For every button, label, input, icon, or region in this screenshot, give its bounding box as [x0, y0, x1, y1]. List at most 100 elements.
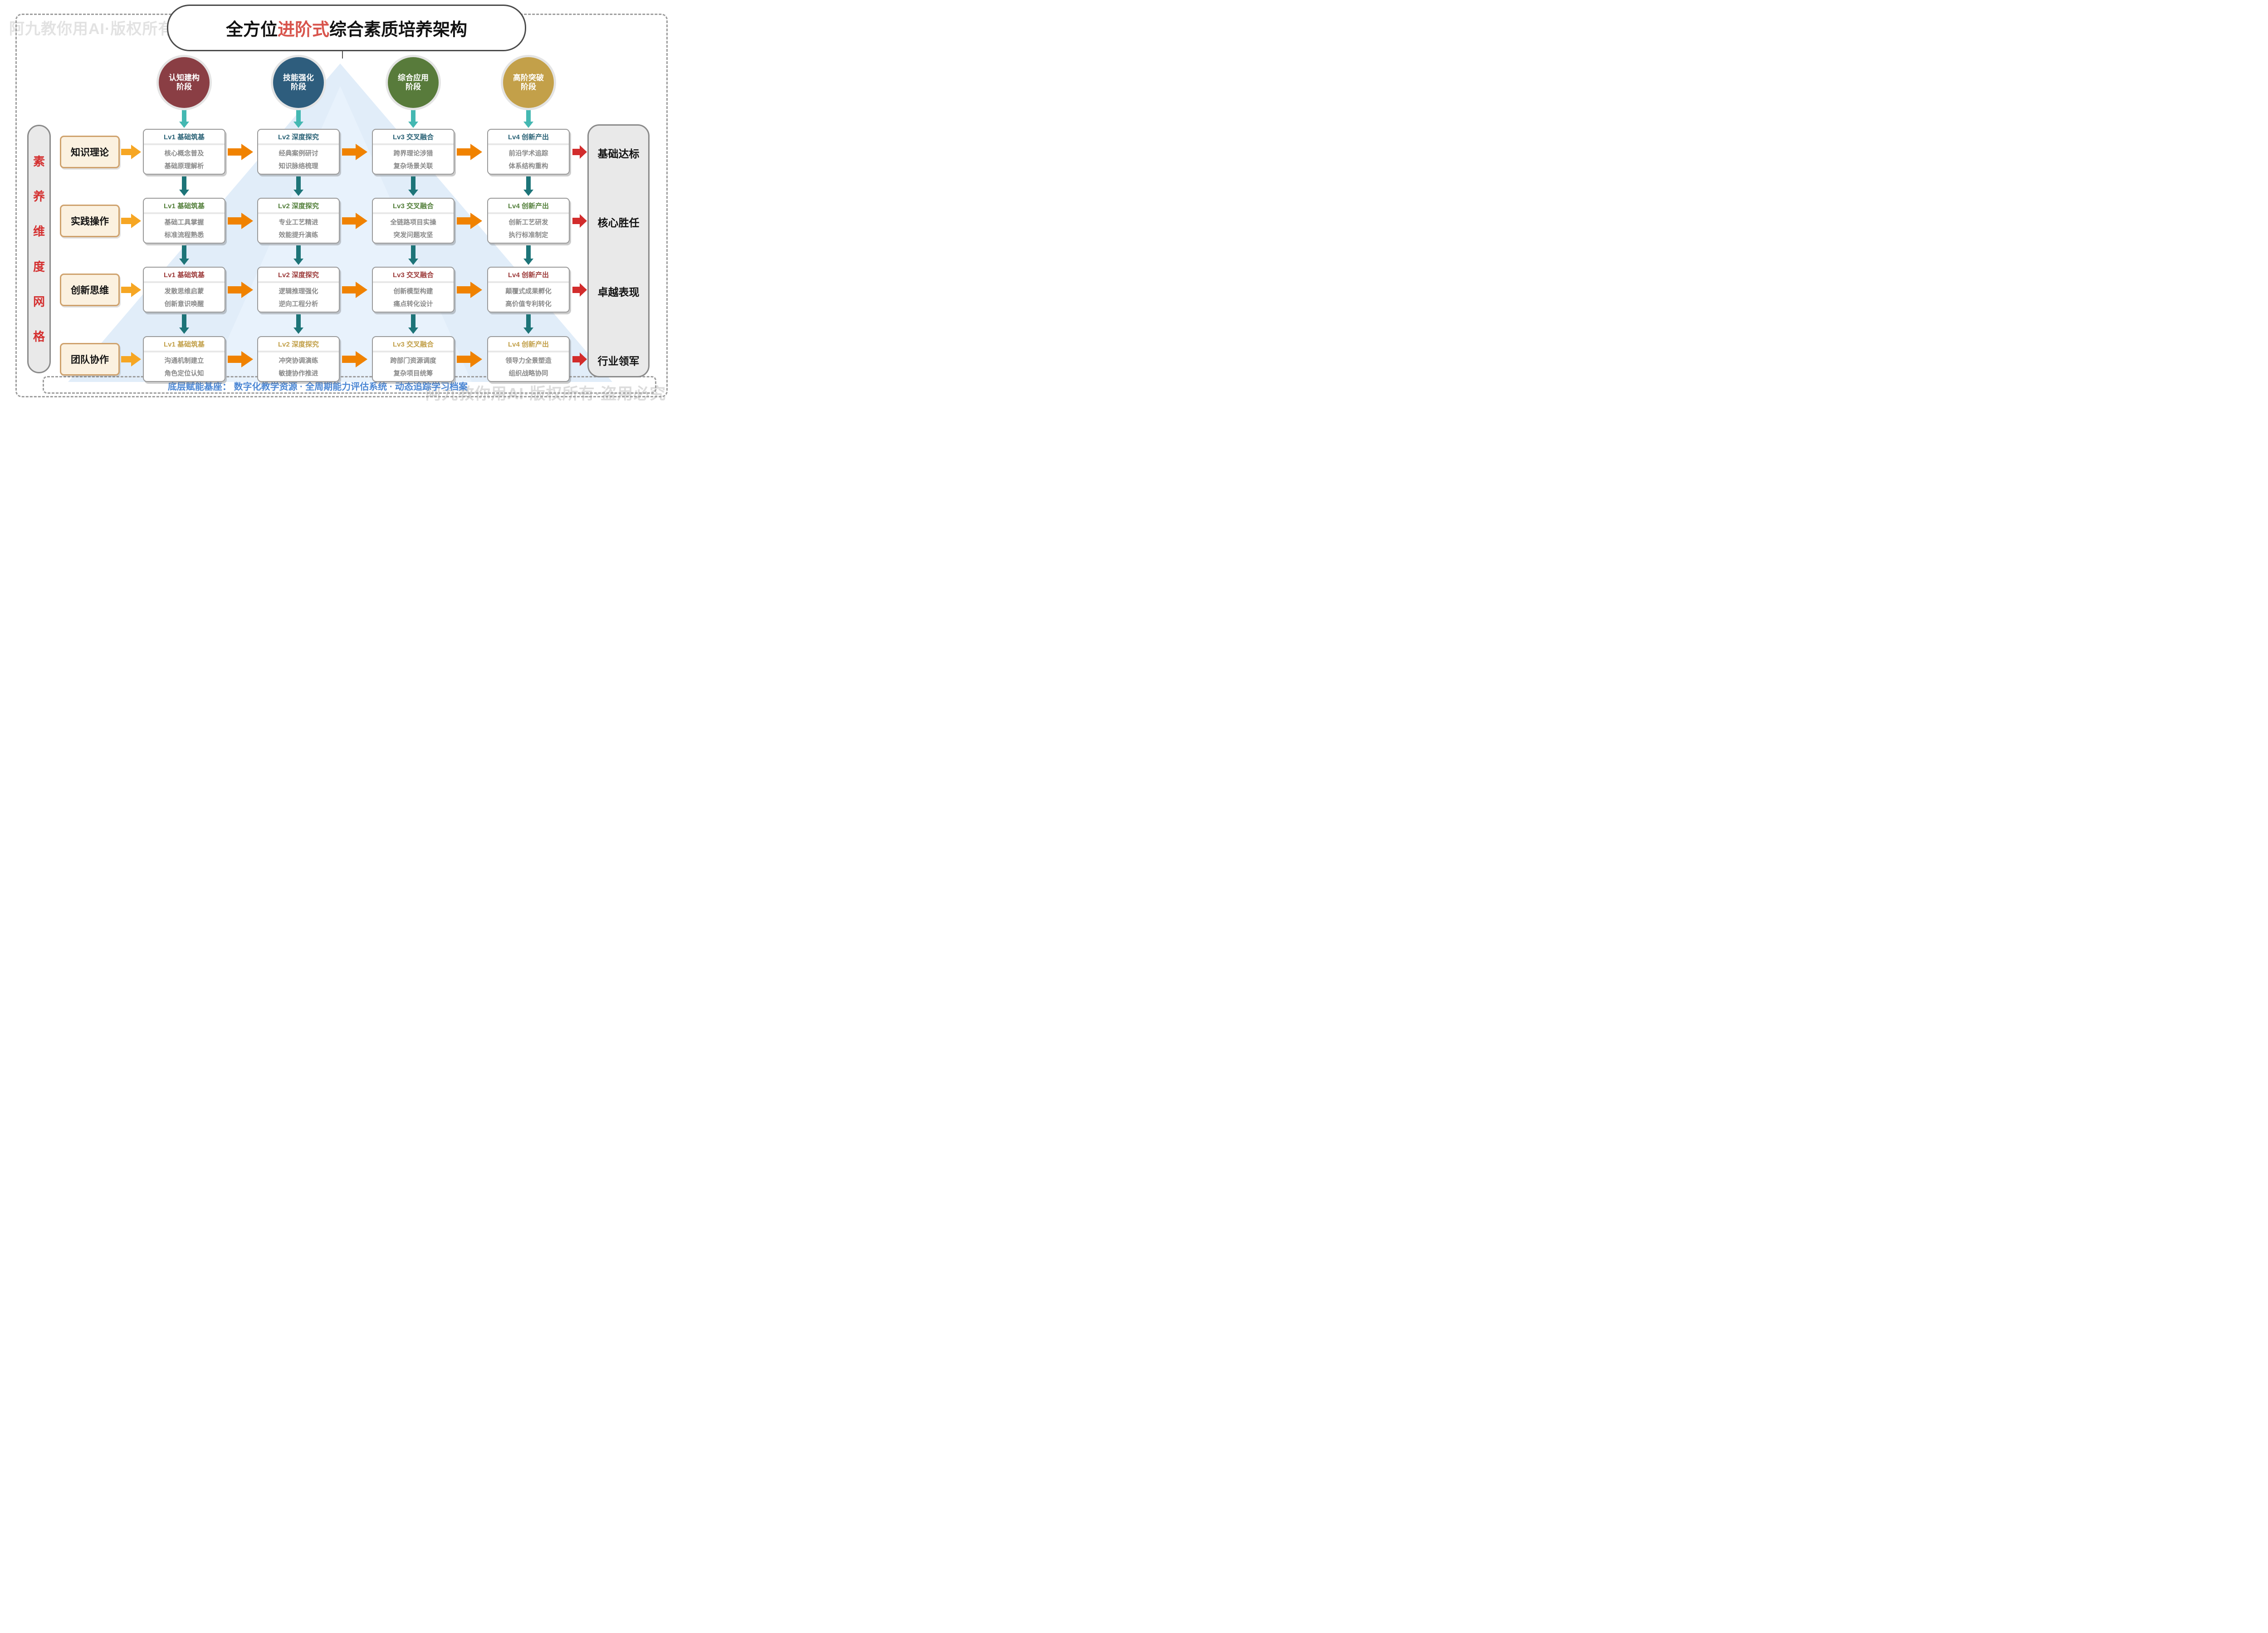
arrow-down-icon: [293, 176, 303, 196]
card-practice-lv3: Lv3 交叉融合 全链路项目实操突发问题攻坚: [372, 198, 455, 244]
card-line: 沟通机制建立: [164, 357, 204, 365]
card-knowledge-lv3: Lv3 交叉融合 跨界理论涉猎复杂场景关联: [372, 129, 455, 175]
card-line: 效能提升演练: [279, 232, 318, 239]
arrow-right-icon: [121, 283, 141, 297]
arrow-right-icon: [457, 282, 482, 298]
card-line: 创新工艺研发: [508, 219, 548, 226]
card-level: Lv3 交叉融合: [373, 268, 454, 283]
arrow-right-icon: [228, 213, 253, 229]
row-label-teamwork: 团队协作: [60, 343, 120, 376]
card-line: 冲突协调演练: [279, 357, 318, 365]
outcome-pill: 基础达标 核心胜任 卓越表现 行业领军: [587, 124, 650, 377]
card-knowledge-lv4: Lv4 创新产出 前沿学术追踪体系结构重构: [487, 129, 570, 175]
stage-label: 高阶突破: [513, 73, 544, 82]
row-label-innovation: 创新思维: [60, 274, 120, 306]
stage-label: 阶段: [176, 83, 192, 91]
arrow-down-icon: [523, 314, 533, 334]
card-teamwork-lv4: Lv4 创新产出 领导力全景塑造组织战略协同: [487, 336, 570, 382]
card-level: Lv1 基础筑基: [144, 268, 225, 283]
arrow-right-icon: [457, 144, 482, 160]
arrow-down-icon: [179, 109, 189, 128]
arrow-right-icon: [572, 214, 587, 228]
arrow-down-icon: [523, 245, 533, 265]
arrow-right-icon: [342, 282, 367, 298]
arrow-right-icon: [342, 351, 367, 367]
title-highlight: 进阶式: [277, 20, 329, 39]
arrow-right-icon: [121, 145, 141, 159]
card-line: 高价值专利转化: [505, 301, 552, 308]
row-label-practice: 实践操作: [60, 205, 120, 237]
stage-circle-cognition: 认知建构 阶段: [159, 57, 210, 108]
arrow-down-icon: [179, 176, 189, 196]
arrow-right-icon: [572, 145, 587, 159]
arrow-right-icon: [228, 144, 253, 160]
card-level: Lv4 创新产出: [488, 199, 569, 214]
card-line: 专业工艺精进: [279, 219, 318, 226]
card-line: 发散思维启蒙: [164, 288, 204, 295]
title-suffix: 综合素质培养架构: [329, 20, 468, 39]
arrow-right-icon: [572, 283, 587, 297]
arrow-down-icon: [523, 176, 533, 196]
arrow-down-icon: [293, 109, 303, 128]
card-innovation-lv3: Lv3 交叉融合 创新模型构建痛点转化设计: [372, 267, 455, 313]
card-level: Lv4 创新产出: [488, 130, 569, 145]
stage-label: 阶段: [406, 83, 421, 91]
axis-char: 素: [33, 155, 45, 169]
axis-char: 维: [33, 225, 45, 239]
arrow-down-icon: [408, 109, 418, 128]
stage-circle-breakthrough: 高阶突破 阶段: [503, 57, 554, 108]
page-title: 全方位进阶式综合素质培养架构: [167, 5, 526, 51]
card-level: Lv3 交叉融合: [373, 337, 454, 352]
arrow-right-icon: [342, 144, 367, 160]
axis-char: 度: [33, 259, 45, 274]
stage-label: 阶段: [521, 83, 536, 91]
card-line: 逻辑推理强化: [279, 288, 318, 295]
card-line: 敏捷协作推进: [279, 370, 318, 377]
card-line: 全链路项目实操: [390, 219, 436, 226]
card-line: 痛点转化设计: [393, 301, 433, 308]
watermark-bottom: 阿九教你用AI·版权所有·盗用必究: [425, 385, 666, 403]
axis-char: 网: [33, 294, 45, 308]
card-line: 体系结构重构: [508, 163, 548, 170]
card-level: Lv2 深度探究: [258, 268, 339, 283]
card-line: 跨界理论涉猎: [393, 150, 433, 157]
card-line: 组织战略协同: [508, 370, 548, 377]
arrow-down-icon: [293, 314, 303, 334]
card-line: 跨部门资源调度: [390, 357, 436, 365]
stage-circle-skill: 技能强化 阶段: [273, 57, 324, 108]
title-connector-line: [342, 49, 343, 59]
card-level: Lv1 基础筑基: [144, 337, 225, 352]
card-line: 逆向工程分析: [279, 301, 318, 308]
card-line: 执行标准制定: [508, 232, 548, 239]
card-practice-lv4: Lv4 创新产出 创新工艺研发执行标准制定: [487, 198, 570, 244]
card-innovation-lv1: Lv1 基础筑基 发散思维启蒙创新意识唤醒: [143, 267, 225, 313]
card-teamwork-lv1: Lv1 基础筑基 沟通机制建立角色定位认知: [143, 336, 225, 382]
card-innovation-lv4: Lv4 创新产出 颠覆式成果孵化高价值专利转化: [487, 267, 570, 313]
card-level: Lv2 深度探究: [258, 130, 339, 145]
arrow-right-icon: [457, 351, 482, 367]
card-level: Lv2 深度探究: [258, 337, 339, 352]
card-line: 复杂项目统筹: [393, 370, 433, 377]
card-line: 基础原理解析: [164, 163, 204, 170]
card-line: 标准流程熟悉: [164, 232, 204, 239]
card-line: 核心概念普及: [164, 150, 204, 157]
stage-label: 综合应用: [398, 73, 429, 82]
card-line: 知识脉络梳理: [279, 163, 318, 170]
card-line: 突发问题攻坚: [393, 232, 433, 239]
arrow-down-icon: [179, 314, 189, 334]
infographic-canvas: 阿九教你用AI·版权所有·盗用必究 阿九教你用AI·版权所有·盗用必究 底层赋能…: [0, 0, 680, 408]
arrow-down-icon: [523, 109, 533, 128]
card-line: 创新意识唤醒: [164, 301, 204, 308]
outcome-basic: 基础达标: [597, 148, 640, 160]
stage-circle-application: 综合应用 阶段: [388, 57, 439, 108]
card-line: 经典案例研讨: [279, 150, 318, 157]
card-knowledge-lv1: Lv1 基础筑基 核心概念普及基础原理解析: [143, 129, 225, 175]
outcome-competent: 核心胜任: [597, 217, 640, 229]
card-level: Lv1 基础筑基: [144, 130, 225, 145]
stage-label: 技能强化: [283, 73, 314, 82]
footer-dashed-bar: [43, 376, 656, 394]
arrow-down-icon: [408, 245, 418, 265]
arrow-down-icon: [293, 245, 303, 265]
card-teamwork-lv3: Lv3 交叉融合 跨部门资源调度复杂项目统筹: [372, 336, 455, 382]
arrow-right-icon: [457, 213, 482, 229]
